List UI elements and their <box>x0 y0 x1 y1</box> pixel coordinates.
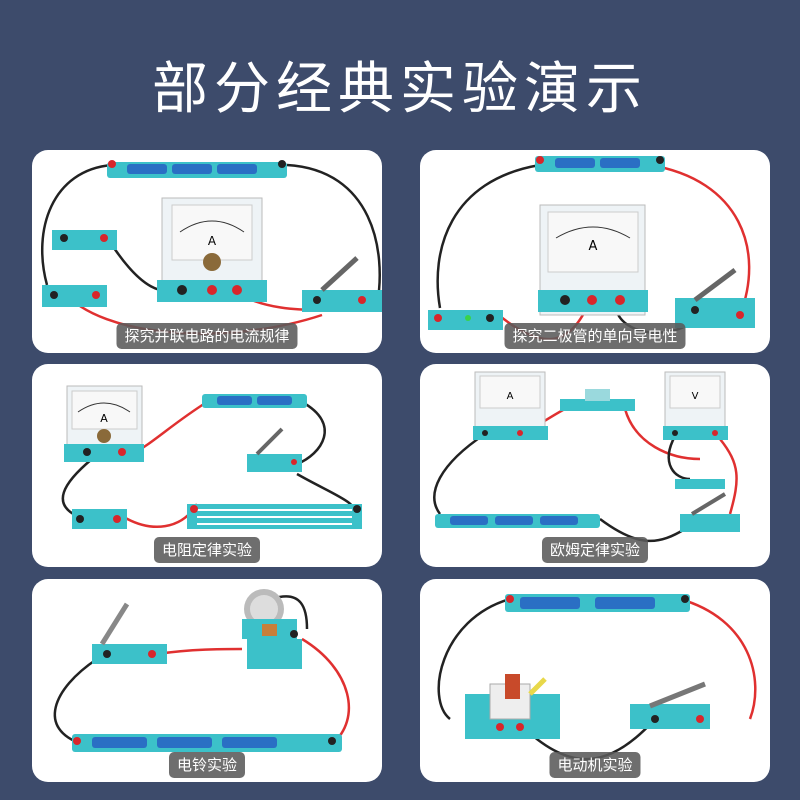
experiment-caption: 探究并联电路的电流规律 <box>116 323 298 349</box>
ammeter-label: A <box>589 239 598 254</box>
ammeter-label: A <box>100 412 108 425</box>
page-title: 部分经典实验演示 <box>152 57 648 122</box>
diode-circuit-photo: A <box>428 156 755 341</box>
voltmeter-label: V <box>692 391 699 402</box>
ammeter-label: A <box>507 391 514 402</box>
experiment-caption: 探究二极管的单向导电性 <box>504 323 686 349</box>
experiment-card-parallel-current: A 探究并联电路的电流规律 <box>32 150 382 353</box>
experiment-card-ohms-law: A V 欧姆定律实验 <box>420 364 770 567</box>
resistance-circuit-photo: A <box>61 385 362 529</box>
ammeter-label: A <box>208 234 217 248</box>
experiment-caption: 电动机实验 <box>549 752 641 778</box>
ohms-law-circuit-photo: A V <box>433 371 740 543</box>
bell-circuit-photo <box>53 589 351 752</box>
experiment-card-bell: 电铃实验 <box>32 579 382 782</box>
parallel-circuit-photo: A <box>40 160 382 335</box>
experiment-caption: 电铃实验 <box>168 752 246 778</box>
motor-circuit-photo <box>437 594 757 761</box>
experiment-card-motor: 电动机实验 <box>420 579 770 782</box>
experiment-card-resistance: A 电阻定律实验 <box>32 364 382 567</box>
experiment-caption: 欧姆定律实验 <box>541 537 649 563</box>
experiment-card-diode: A 探究二极管的单向导电性 <box>420 150 770 353</box>
experiment-caption: 电阻定律实验 <box>153 537 261 563</box>
